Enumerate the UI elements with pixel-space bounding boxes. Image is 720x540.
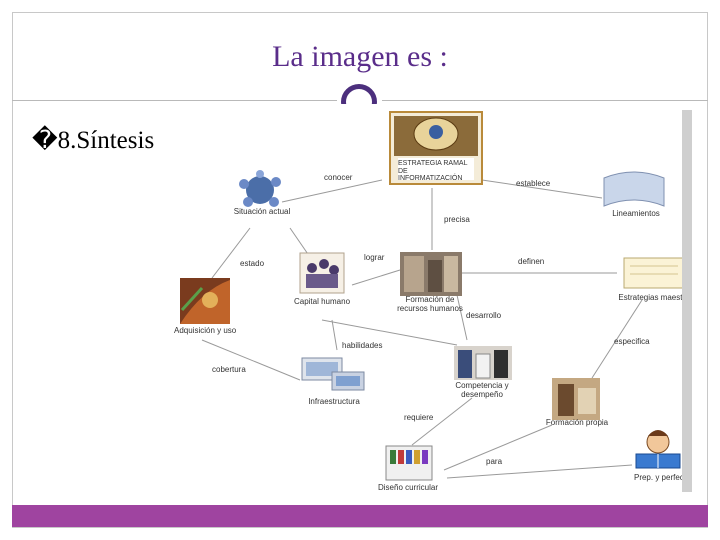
title-divider-left xyxy=(12,100,337,101)
link-line-para xyxy=(446,464,633,479)
node-label-prep: Prep. y perfec. xyxy=(633,473,687,482)
link-line-capital-infra xyxy=(331,319,338,351)
bookshelf-icon xyxy=(385,445,433,481)
link-line-requiere xyxy=(411,397,473,446)
link-label-habilidades: habilidades xyxy=(342,341,383,350)
link-line-conocer xyxy=(281,179,383,203)
title-divider-right xyxy=(382,100,708,101)
link-label-desarrollo: desarrollo xyxy=(466,311,502,320)
link-label-cobertura: cobertura xyxy=(212,365,246,374)
open-scroll-icon xyxy=(623,257,682,289)
concept-map-svg xyxy=(180,111,682,481)
node-label-capital: Capital humano xyxy=(293,297,351,306)
reading-person-icon xyxy=(635,430,681,469)
link-label-precisa: precisa xyxy=(444,215,470,224)
link-label-especifica: especifica xyxy=(614,337,650,346)
link-line-establece xyxy=(481,179,603,199)
crowd-people-icon xyxy=(299,252,345,294)
computer-workstation-icon xyxy=(301,357,365,391)
link-line-habilidades xyxy=(321,319,458,346)
link-label-para: para xyxy=(486,457,503,466)
node-label-formacion-rh: Formación de recursos humanos xyxy=(397,295,463,313)
link-label-requiere: requiere xyxy=(404,413,434,422)
section-heading: �8.Síntesis xyxy=(32,127,155,154)
node-label-competencia: Competencia y desempeño xyxy=(455,381,509,399)
slide-title: La imagen es : xyxy=(272,40,448,73)
self-training-photo-icon xyxy=(552,378,600,420)
link-line-diseno-formacion xyxy=(443,424,553,471)
slide-frame xyxy=(12,12,708,528)
link-line-especifica xyxy=(591,299,643,379)
link-label-conocer: conocer xyxy=(324,173,353,182)
node-label-center: ESTRATEGIA RAMAL DE INFORMATIZACIÓN xyxy=(398,160,468,183)
link-label-establece: establece xyxy=(516,179,551,188)
node-label-adquisicion: Adquisición y uso xyxy=(174,326,237,335)
node-label-estrategias: Estrategias maestras xyxy=(618,293,692,302)
center-emblem-icon xyxy=(389,111,483,185)
banner-scroll-icon xyxy=(603,171,665,207)
footer-bar xyxy=(12,505,708,527)
link-label-lograr: lograr xyxy=(364,253,385,262)
network-globe-icon xyxy=(239,170,281,207)
link-line-lograr xyxy=(351,269,401,286)
concept-map: ESTRATEGIA RAMAL DE INFORMATIZACIÓN Situ… xyxy=(172,110,692,492)
link-line-cobertura xyxy=(201,339,301,381)
acquisition-art-icon xyxy=(180,278,230,324)
node-label-situacion: Situación actual xyxy=(233,207,291,216)
node-label-infraestructura: Infraestructura xyxy=(308,397,360,406)
node-label-formacion-propia: Formación propia xyxy=(545,418,609,427)
link-label-estado: estado xyxy=(240,259,265,268)
classroom-photo-icon xyxy=(400,252,462,296)
link-line-estado xyxy=(211,227,251,279)
node-label-lineamientos: Lineamientos xyxy=(612,209,660,218)
team-photo-icon xyxy=(454,346,512,380)
node-label-diseno: Diseño curricular xyxy=(377,483,439,492)
link-label-definen: definen xyxy=(518,257,545,266)
link-line-desarrollo xyxy=(456,294,468,341)
